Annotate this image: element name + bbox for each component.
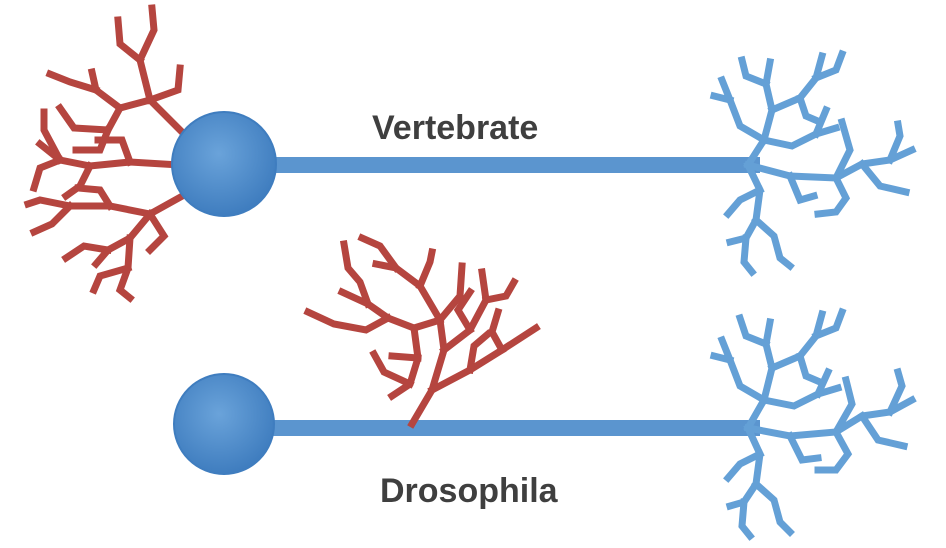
vertebrate-label: Vertebrate (372, 109, 539, 147)
drosophila-label: Drosophila (380, 472, 558, 510)
vertebrate-dendrites (23, 4, 193, 303)
vertebrate-neuron (23, 4, 917, 303)
drosophila-dendrites (303, 233, 541, 429)
drosophila-cell-body (173, 373, 275, 475)
vertebrate-cell-body (171, 111, 277, 217)
drosophila-neuron (173, 233, 917, 541)
drosophila-axon-terminal (709, 307, 917, 541)
vertebrate-axon-terminal (709, 49, 917, 277)
